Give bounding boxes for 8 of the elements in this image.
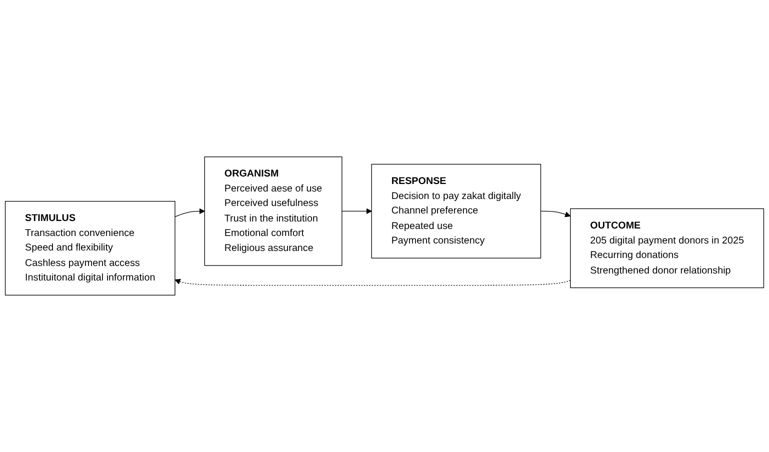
node-box: STIMULUS Transaction convenience Speed and flexibility Cashless payment access Instituitonal digital information: [4, 200, 176, 296]
arrow: [540, 210, 571, 218]
node-box: ORGANISM Perceived aese of use Perceived usefulness Trust in the institution Emotional comfort Religious assurance: [204, 156, 342, 266]
node-box: OUTCOME 205 digital payment donors in 2025 Recurring donations Strengthened donor relationship: [570, 208, 764, 288]
arrow: [174, 208, 205, 218]
node-box: RESPONSE Decision to pay zakat digitally Channel preference Repeated use Payment consistency: [371, 164, 542, 258]
arrow: [174, 278, 571, 286]
arrow: [342, 208, 372, 214]
